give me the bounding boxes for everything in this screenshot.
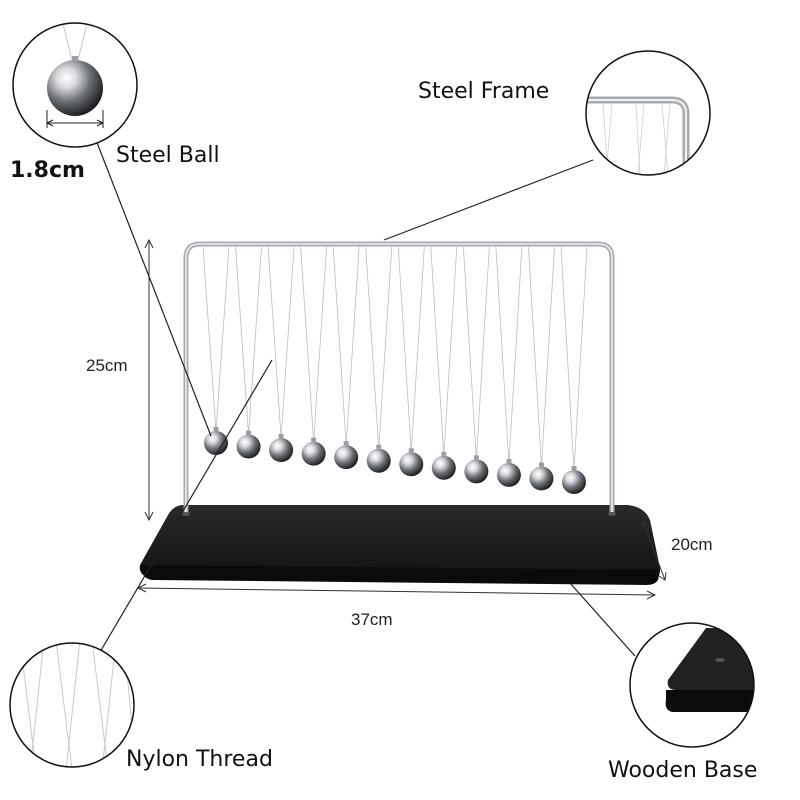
nylon-thread <box>508 246 523 463</box>
leader-steel-frame <box>383 159 594 241</box>
ball-cap <box>506 458 512 463</box>
nylon-threads <box>202 246 588 471</box>
wooden-base-body <box>139 505 661 583</box>
steel-ball <box>301 441 326 466</box>
ball-cap <box>408 448 414 453</box>
ball-cap <box>246 430 252 435</box>
leader-steel-ball <box>95 139 212 437</box>
nylon-thread <box>475 246 490 460</box>
nylon-thread <box>313 246 328 442</box>
label-steel-frame: Steel Frame <box>418 79 550 104</box>
nylon-thread <box>365 246 380 449</box>
steel-ball <box>334 445 359 470</box>
leader-nylon-thread <box>99 359 273 653</box>
nylon-thread <box>462 246 477 460</box>
label-height: 25cm <box>86 356 128 375</box>
dimension-height <box>144 238 154 522</box>
ball-cap <box>311 437 317 442</box>
steel-ball <box>236 434 261 459</box>
nylon-thread <box>378 246 393 449</box>
nylon-thread <box>443 246 458 456</box>
callout-wooden-base <box>629 622 755 748</box>
nylon-thread <box>430 246 445 456</box>
callout-nylon-thread <box>9 642 135 768</box>
steel-ball <box>496 462 521 487</box>
nylon-thread <box>215 246 230 432</box>
steel-ball <box>366 448 391 473</box>
nylon-thread <box>267 246 282 439</box>
label-depth: 20cm <box>671 535 713 554</box>
label-steel-ball: Steel Ball <box>116 143 220 168</box>
ball-cap <box>213 427 219 431</box>
ball-cap <box>571 466 577 470</box>
steel-ball <box>269 438 294 463</box>
leader-wooden-base <box>569 582 636 657</box>
wooden-base-edge <box>140 565 660 585</box>
nylon-thread <box>202 246 217 432</box>
steel-ball <box>431 455 456 480</box>
label-nylon-thread: Nylon Thread <box>126 747 273 772</box>
nylon-thread <box>280 246 295 439</box>
dimension-depth <box>641 521 667 581</box>
nylon-thread <box>495 246 510 463</box>
nylon-thread <box>541 246 555 467</box>
label-width: 37cm <box>351 610 393 629</box>
ball-cap <box>441 451 447 456</box>
steel-balls <box>204 427 586 494</box>
nylon-thread <box>345 246 360 446</box>
label-wooden-base: Wooden Base <box>608 758 758 783</box>
nylon-thread <box>300 246 315 442</box>
steel-ball <box>399 452 424 477</box>
nylon-thread <box>332 246 347 446</box>
ball-cap <box>376 444 382 449</box>
steel-ball <box>562 470 586 494</box>
nylon-thread <box>528 246 542 467</box>
ball-cap <box>343 441 349 446</box>
nylon-thread <box>560 246 575 471</box>
callout-steel-ball <box>12 22 138 148</box>
callout-steel-frame <box>585 50 711 176</box>
nylon-thread <box>235 246 249 435</box>
nylon-thread <box>248 246 262 435</box>
steel-ball <box>204 431 228 455</box>
ball-cap <box>473 455 479 460</box>
steel-ball <box>464 459 489 484</box>
nylon-thread <box>573 246 588 471</box>
nylon-thread <box>410 246 425 453</box>
steel-ball <box>529 466 554 491</box>
ball-cap <box>538 462 544 467</box>
label-ball-diameter: 1.8cm <box>10 158 85 183</box>
newtons-cradle <box>139 241 661 585</box>
nylon-thread <box>397 246 412 453</box>
ball-cap <box>278 434 284 439</box>
